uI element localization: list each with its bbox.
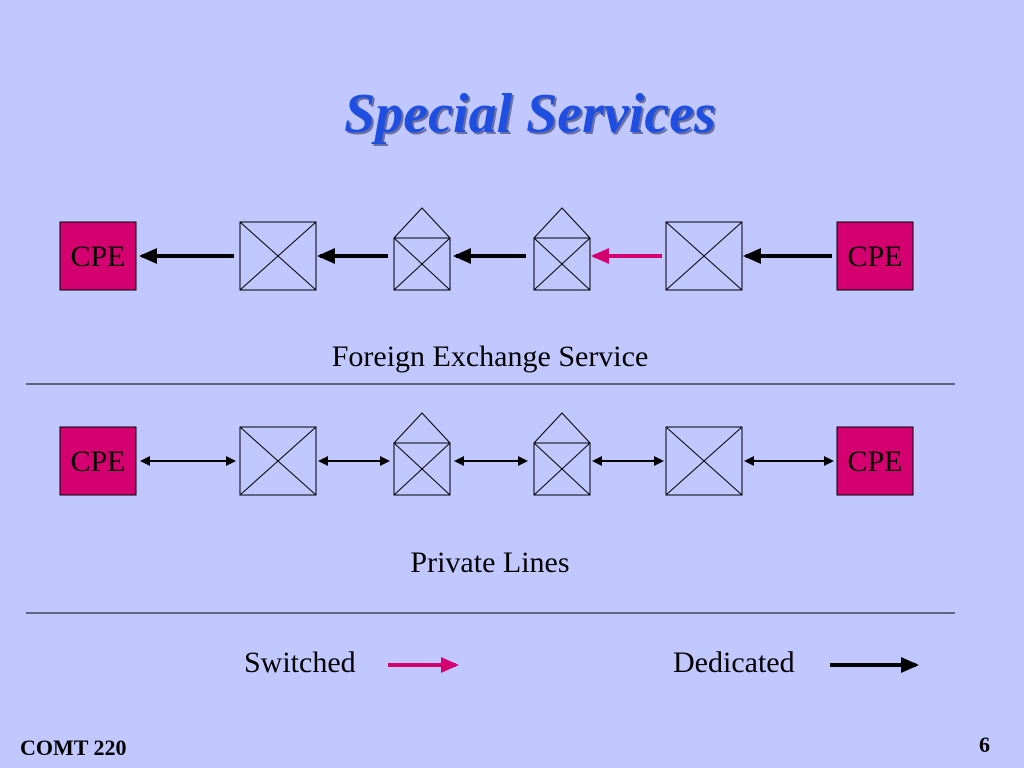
cpe-right-label: CPE: [847, 240, 903, 273]
central-office-1: [393, 207, 451, 291]
switch-box-1: [239, 426, 317, 496]
slide-title: Special Services: [344, 83, 716, 145]
private-lines-caption: Private Lines: [410, 546, 570, 579]
cpe-left-box: [59, 426, 137, 496]
cpe-right-box: [836, 221, 914, 291]
switch-box-2: [665, 221, 743, 291]
course-footer: COMT 220: [20, 735, 127, 760]
dedicated-legend-label: Dedicated: [673, 646, 795, 679]
cpe-left-label: CPE: [70, 240, 126, 273]
central-office-2: [533, 412, 591, 496]
page-number: 6: [979, 732, 990, 757]
foreign-exchange-row: [59, 207, 914, 291]
cpe-right-label: CPE: [847, 445, 903, 478]
switched-legend-label: Switched: [244, 646, 356, 679]
switch-box-2: [665, 426, 743, 496]
foreign-exchange-caption: Foreign Exchange Service: [331, 340, 649, 373]
cpe-left-box: [59, 221, 137, 291]
cpe-right-box: [836, 426, 914, 496]
cpe-left-label: CPE: [70, 445, 126, 478]
central-office-2: [533, 207, 591, 291]
central-office-1: [393, 412, 451, 496]
private-lines-row: [59, 412, 914, 496]
switch-box-1: [239, 221, 317, 291]
